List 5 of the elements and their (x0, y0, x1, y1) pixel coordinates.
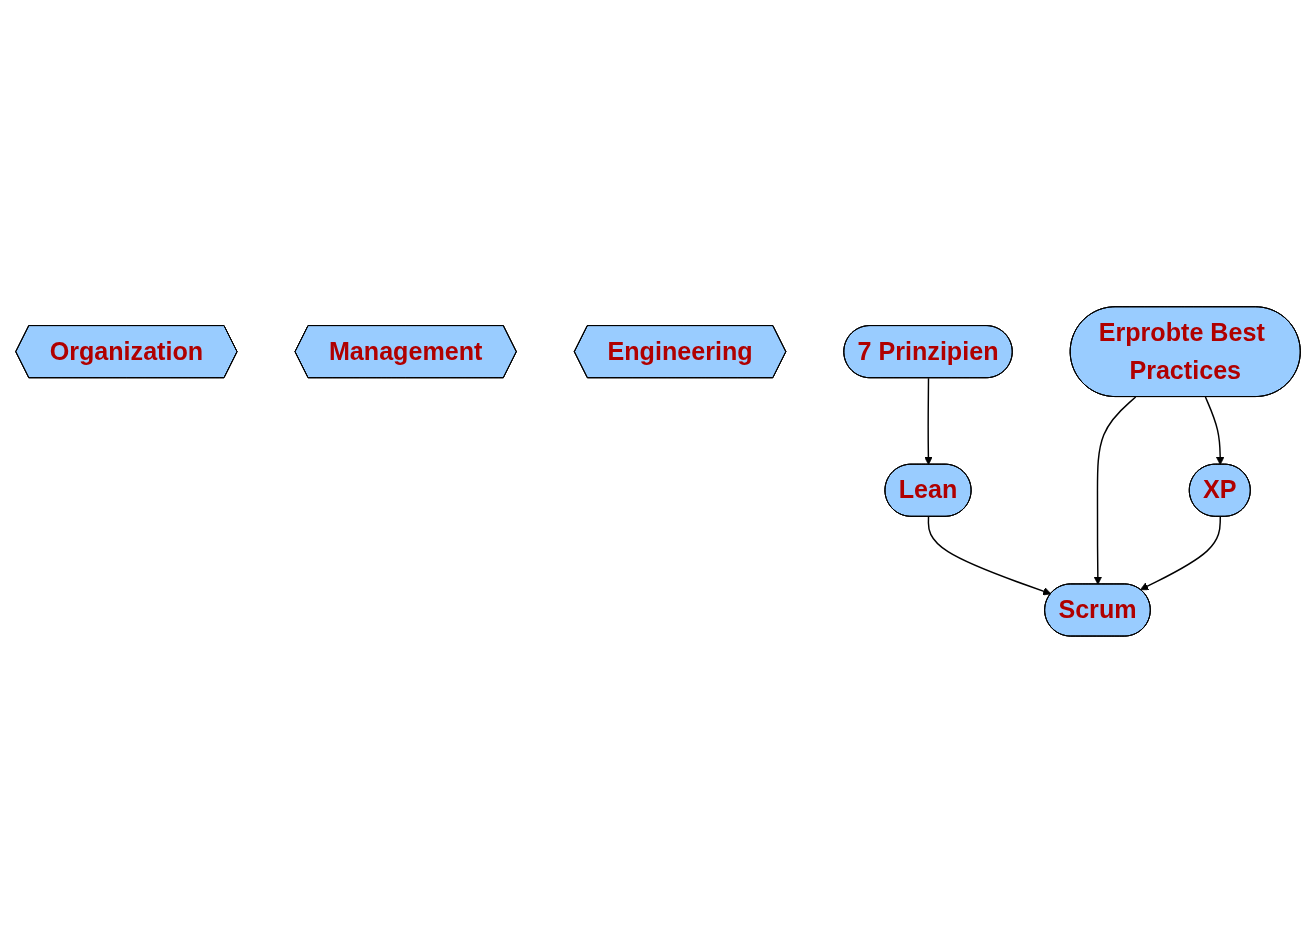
arrow (927, 516, 1052, 596)
arrow (1140, 516, 1221, 591)
arrow (1093, 396, 1137, 585)
arrow (924, 377, 933, 466)
arrow (1204, 396, 1225, 466)
